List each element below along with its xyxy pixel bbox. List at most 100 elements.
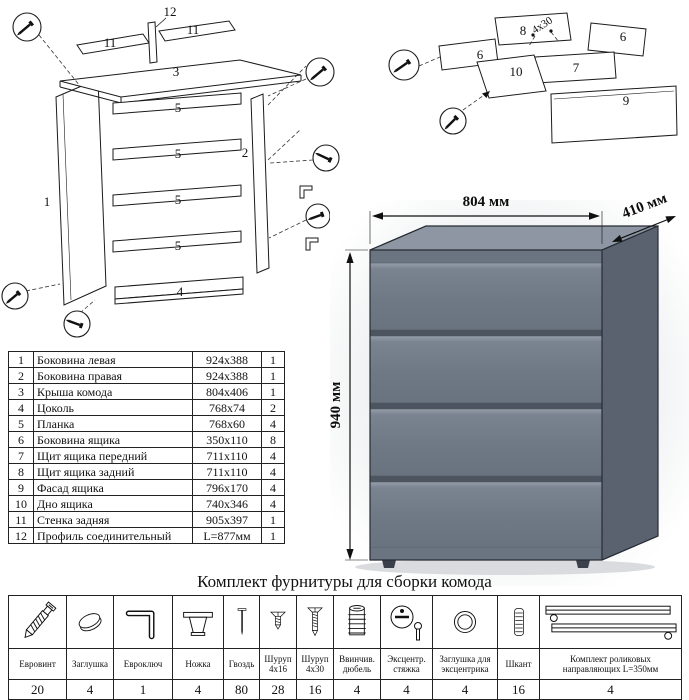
part-qty: 4	[261, 415, 285, 432]
part-name: Стенка задняя	[33, 511, 193, 528]
cam-lock-icon	[390, 605, 422, 641]
hw-item-qty: 4	[172, 679, 224, 700]
part-label: 4	[177, 284, 184, 299]
chest-leg	[382, 560, 396, 568]
part-number: 12	[8, 527, 34, 544]
screw-icon	[307, 607, 323, 637]
part-number: 11	[8, 511, 34, 528]
cap-icon	[78, 613, 102, 632]
hw-item-name: Эксцентр. стяжка	[380, 648, 433, 680]
part-qty: 4	[261, 447, 285, 464]
hw-item-name: Ножка	[172, 648, 224, 680]
chest-top-rail	[370, 250, 602, 263]
chest-render: 804 мм 410 мм 940 мм	[330, 190, 689, 586]
bracket-icon	[305, 237, 319, 251]
part-number: 7	[8, 447, 34, 464]
part-size: 924x388	[192, 367, 262, 384]
part-size: 350x110	[192, 431, 262, 448]
hw-item-name: Шкант	[497, 648, 540, 680]
part-size: 711x110	[192, 447, 262, 464]
part-name: Боковина правая	[33, 367, 193, 384]
part-label: 12	[164, 4, 177, 19]
part-size: 768x60	[192, 415, 262, 432]
nail-icon	[237, 608, 246, 636]
euro-screw-icon	[23, 601, 57, 639]
leader-lines	[418, 31, 560, 111]
hw-item-name: Евроключ	[113, 648, 173, 680]
screw-icon	[393, 29, 553, 130]
width-dimension-label: 804 мм	[463, 194, 510, 210]
threaded-dowel-icon	[348, 605, 366, 636]
hw-cell-dowel-screw	[333, 595, 381, 649]
part-number: 1	[8, 351, 34, 368]
part-label: 11	[104, 35, 117, 50]
leg-icon	[183, 611, 213, 636]
drawer-exploded-diagram: 8 6 6 7 10 9 4x30	[388, 12, 678, 144]
hw-item-name: Евровинт	[8, 648, 67, 680]
plank-shape	[112, 230, 242, 253]
part-label: 2	[242, 145, 249, 160]
drawer-front	[369, 262, 603, 331]
part-name: Крыша комода	[33, 383, 193, 400]
hw-item-qty: 28	[259, 679, 297, 700]
part-number: 4	[8, 399, 34, 416]
base-plank-shape	[114, 288, 244, 305]
drawer-bottom-shape	[476, 54, 547, 99]
leader-lines	[25, 34, 314, 314]
part-size: 768x74	[192, 399, 262, 416]
part-label: 9	[623, 93, 630, 108]
right-side-panel-shape	[250, 93, 270, 274]
hex-key-icon	[125, 610, 155, 640]
hw-item-qty: 1	[113, 679, 173, 700]
frame-exploded-diagram: 12 11 11 3 5 5 5 5 2 1 4	[1, 4, 340, 338]
drawer-front	[369, 481, 603, 549]
hardware-qty-row: 20 4 1 4 80 28 16 4 4 4 16 4	[8, 679, 682, 700]
hw-cell-cap	[66, 595, 114, 649]
frame-part-labels: 12 11 11 3 5 5 5 5 2 1 4	[44, 4, 249, 299]
part-name: Боковина ящика	[33, 431, 193, 448]
part-label: 5	[175, 100, 182, 115]
part-size: 924x388	[192, 351, 262, 368]
screw-icon	[5, 20, 333, 329]
part-label: 5	[175, 238, 182, 253]
part-qty: 4	[261, 495, 285, 512]
part-name: Планка	[33, 415, 193, 432]
part-qty: 4	[261, 479, 285, 496]
part-size: 905x397	[192, 511, 262, 528]
part-name: Дно ящика	[33, 495, 193, 512]
screw-icon	[270, 611, 286, 630]
part-number: 9	[8, 479, 34, 496]
hw-item-name: Гвоздь	[223, 648, 260, 680]
plank-shape	[112, 138, 242, 161]
drawer-front	[369, 408, 603, 477]
part-name: Щит ящика передний	[33, 447, 193, 464]
drawer-side-panel-shape	[587, 22, 647, 57]
hw-cell-wood-dowel	[497, 595, 540, 649]
part-qty: 1	[261, 351, 285, 368]
hw-item-qty: 4	[432, 679, 498, 700]
hw-item-qty: 4	[539, 679, 682, 700]
part-size: L=877мм	[192, 527, 262, 544]
part-qty: 4	[261, 463, 285, 480]
hw-item-qty: 4	[333, 679, 381, 700]
part-qty: 1	[261, 511, 285, 528]
hw-item-qty: 20	[8, 679, 67, 700]
bracket-icon	[299, 185, 313, 199]
hw-item-name: Шуруп 4x30	[296, 648, 334, 680]
dimension-lines	[345, 211, 676, 561]
hw-cell-nail	[223, 595, 260, 649]
part-qty: 8	[261, 431, 285, 448]
hw-cell-roller-guides	[539, 595, 682, 649]
hw-cell-cam-cap	[432, 595, 498, 649]
part-name: Профиль соединительный	[33, 527, 193, 544]
hw-item-qty: 80	[223, 679, 260, 700]
hw-cell-cam-lock	[380, 595, 433, 649]
